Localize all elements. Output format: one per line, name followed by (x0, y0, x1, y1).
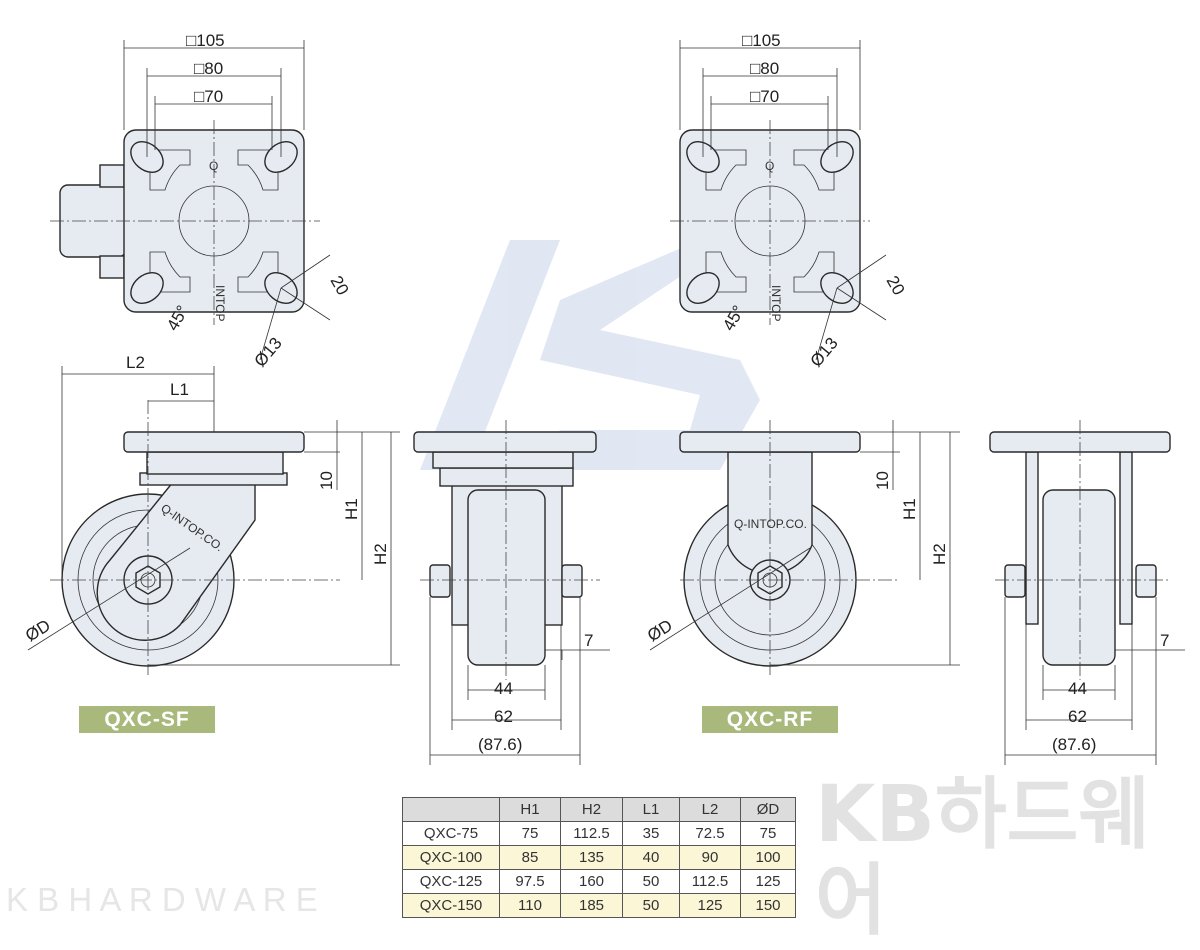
dim-l2: L2 (126, 353, 145, 372)
plate-mark: INTOP (769, 285, 783, 321)
cell: 50 (622, 893, 680, 918)
dim-l1: L1 (170, 380, 189, 399)
cell: 50 (622, 869, 680, 894)
cell: QXC-125 (402, 869, 500, 894)
watermark-english: K B H A R D W A R E (6, 881, 318, 918)
dim-7: 7 (584, 631, 593, 650)
top-view-rf: INTOP Q □105 □80 □70 45° 20 Ø13 (670, 31, 908, 371)
header-cell: ØD (740, 797, 796, 822)
plate-q: Q (765, 159, 774, 173)
dim-h1: H1 (342, 498, 361, 520)
dim-20: 20 (327, 273, 353, 299)
header-cell: L1 (622, 797, 680, 822)
model-label-sf: QXC-SF (79, 706, 215, 733)
model-label-rf: QXC-RF (702, 706, 838, 733)
table-header-row: H1 H2 L1 L2 ØD (402, 797, 796, 822)
header-cell: L2 (679, 797, 741, 822)
dim-d: ØD (644, 616, 676, 646)
cell: 125 (679, 893, 741, 918)
dim-80: □80 (750, 59, 779, 78)
cell: 75 (740, 821, 796, 846)
cell: 72.5 (679, 821, 741, 846)
dim-d: ØD (22, 616, 54, 646)
dim-44: 44 (494, 679, 513, 698)
cell: 110 (499, 893, 561, 918)
front-view-sf: 7 44 62 (87.6) (413, 420, 610, 765)
dim-13: Ø13 (807, 334, 842, 371)
cell: 40 (622, 845, 680, 870)
watermark-korean: KB하드웨어 (815, 770, 1151, 946)
dim-20: 20 (883, 273, 909, 299)
dim-h2: H2 (930, 543, 949, 565)
dim-h1: H1 (900, 498, 919, 520)
dim-h2: H2 (371, 543, 390, 565)
cell: 35 (622, 821, 680, 846)
cell: QXC-100 (402, 845, 500, 870)
plate-mark: INTOP (213, 285, 227, 321)
dim-105: □105 (742, 31, 781, 50)
header-cell (402, 797, 500, 822)
dim-70: □70 (194, 87, 223, 106)
dim-70: □70 (750, 87, 779, 106)
dim-7: 7 (1160, 631, 1169, 650)
header-cell: H2 (560, 797, 623, 822)
front-view-rf: 7 44 62 (87.6) (989, 420, 1185, 765)
cell: 185 (560, 893, 623, 918)
dim-13: Ø13 (251, 334, 286, 371)
cell: 112.5 (560, 821, 623, 846)
plate-q: Q (209, 159, 218, 173)
dim-105: □105 (186, 31, 225, 50)
top-view-sf: INTOP Q □105 □80 □70 45° 20 Ø13 (50, 31, 352, 371)
cell: 75 (499, 821, 561, 846)
dim-87-6: (87.6) (1052, 735, 1096, 754)
dim-10: 10 (317, 471, 336, 490)
dim-44: 44 (1068, 679, 1087, 698)
cell: 85 (499, 845, 561, 870)
cell: 125 (740, 869, 796, 894)
side-view-rf: Q-INTOP.CO. 10 H1 H2 ØD (644, 420, 960, 675)
dim-80: □80 (194, 59, 223, 78)
cell: 135 (560, 845, 623, 870)
dim-62: 62 (1068, 707, 1087, 726)
kb-watermark (420, 240, 760, 470)
cell: 112.5 (679, 869, 741, 894)
side-view-sf: Q-INTOP.CO. L2 L1 10 H1 H2 ØD (22, 353, 400, 675)
dim-62: 62 (494, 707, 513, 726)
cell: 100 (740, 845, 796, 870)
header-cell: H1 (499, 797, 561, 822)
cell: QXC-150 (402, 893, 500, 918)
dim-10: 10 (873, 471, 892, 490)
dim-87-6: (87.6) (478, 735, 522, 754)
cell: 160 (560, 869, 623, 894)
cell: 150 (740, 893, 796, 918)
brand-text: Q-INTOP.CO. (734, 517, 807, 531)
cell: QXC-75 (402, 821, 500, 846)
cell: 97.5 (499, 869, 561, 894)
cell: 90 (679, 845, 741, 870)
